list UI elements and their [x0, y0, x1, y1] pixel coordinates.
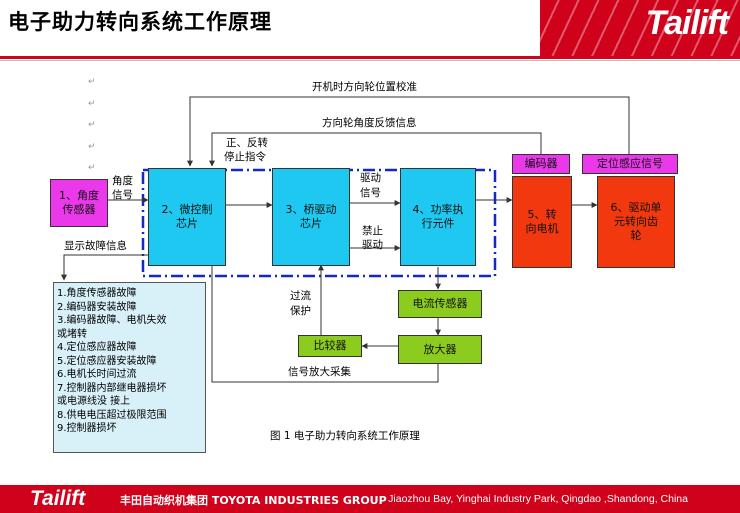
- ban-drive-label-2: 驱动: [362, 239, 383, 251]
- fault-item: 1.角度传感器故障: [57, 288, 137, 299]
- fault-item: 7.控制器内部继电器损坏: [57, 382, 167, 394]
- page-title: 电子助力转向系统工作原理: [8, 10, 272, 34]
- header-divider: [0, 56, 740, 59]
- fault-item: 4.定位感应器故障: [57, 342, 137, 353]
- current-sensor-box: 电流传感器: [398, 290, 482, 318]
- angle-feedback-label: 方向轮角度反馈信息: [322, 117, 417, 129]
- fault-item: 6.电机长时间过流: [57, 369, 137, 380]
- fault-item: 2.编码器安装故障: [57, 301, 137, 313]
- footer-group-name: 丰田自动织机集团 TOYOTA INDUSTRIES GROUP: [120, 494, 387, 507]
- footer-address: Jiaozhou Bay, Yinghai Industry Park, Qin…: [388, 493, 688, 505]
- amplifier-box: 放大器: [398, 335, 482, 364]
- ban-drive-label-1: 禁止: [362, 225, 383, 237]
- bridge-driver-box: 3、桥驱动芯片: [272, 168, 350, 266]
- tailift-logo: Tailift: [540, 0, 740, 56]
- fault-list-box: 1.角度传感器故障 2.编码器安装故障 3.编码器故障、电机失效 或堵转 4.定…: [53, 282, 206, 453]
- fault-item: 3.编码器故障、电机失效: [57, 315, 167, 326]
- fault-item: 9.控制器损坏: [57, 423, 117, 434]
- angle-signal-label-2: 信号: [112, 189, 133, 201]
- direction-label: 正、反转: [226, 137, 268, 149]
- drive-signal-label-1: 驱动: [360, 172, 381, 184]
- stop-command-label: 停止指令: [224, 151, 266, 163]
- logo-text: Tailift: [645, 4, 729, 42]
- display-fault-label: 显示故障信息: [64, 240, 127, 252]
- position-signal-box: 定位感应信号: [582, 154, 678, 174]
- fault-item: 8.供电电压超过极限范围: [57, 409, 167, 421]
- mcu-box: 2、微控制芯片: [148, 168, 226, 266]
- drive-signal-label-2: 信号: [360, 187, 381, 199]
- overcurrent-label-1: 过流: [290, 290, 311, 302]
- logo-stripes: [540, 0, 740, 56]
- power-element-box: 4、功率执行元件: [400, 168, 476, 266]
- drive-gear-box: 6、驱动单元转向齿轮: [597, 176, 675, 268]
- signal-amplify-label: 信号放大采集: [288, 366, 351, 378]
- comparator-box: 比较器: [298, 335, 362, 357]
- fault-item: 5.定位感应器安装故障: [57, 355, 157, 367]
- overcurrent-label-2: 保护: [290, 305, 311, 317]
- figure-caption: 图 1 电子助力转向系统工作原理: [270, 430, 420, 442]
- header-divider-thin: [0, 60, 740, 61]
- steering-motor-box: 5、转向电机: [512, 176, 572, 268]
- angle-signal-label-1: 角度: [112, 175, 133, 187]
- fault-item: 或堵转: [57, 328, 87, 340]
- footer-logo: Tailift: [30, 487, 86, 510]
- footer: Tailift 丰田自动织机集团 TOYOTA INDUSTRIES GROUP…: [0, 485, 740, 513]
- angle-sensor-box: 1、角度传感器: [50, 179, 108, 227]
- fault-item: 或电源线没 接上: [57, 396, 131, 407]
- calibration-label: 开机时方向轮位置校准: [312, 81, 417, 93]
- encoder-box: 编码器: [512, 154, 570, 174]
- header: 电子助力转向系统工作原理 Tailift: [0, 0, 740, 56]
